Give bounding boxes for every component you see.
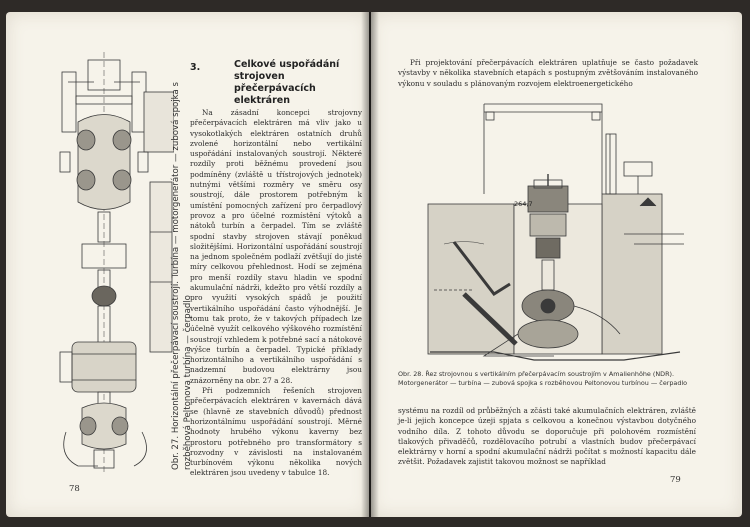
figure-27-drawing — [59, 52, 174, 472]
figure-28-caption: Obr. 28. Řez strojovnou s vertikálním př… — [398, 370, 688, 387]
left-paragraph-1: Na zásadní koncepci strojovny přečerpáva… — [190, 108, 362, 385]
page-number-right: 79 — [670, 475, 681, 485]
book-gutter — [361, 12, 379, 517]
right-body: systému na rozdíl od průběžných a zčásti… — [398, 406, 696, 468]
right-intro-paragraph: Při projektování přečerpávacích elektrár… — [398, 58, 698, 89]
page-number-left: 78 — [69, 484, 80, 494]
right-body-paragraph: systému na rozdíl od průběžných a zčásti… — [398, 406, 696, 467]
right-intro-text: Při projektování přečerpávacích elektrár… — [398, 58, 698, 88]
left-page-body: Na zásadní koncepci strojovny přečerpáva… — [190, 108, 362, 479]
figure-28-drawing: 264,7 — [427, 103, 684, 361]
left-paragraph-2: Při podzemních řešeních strojoven přečer… — [190, 386, 362, 478]
section-title: Celkové uspořádání strojoven přečerpávac… — [234, 59, 340, 106]
figure-28-dimension-label: 264,7 — [514, 200, 533, 208]
section-number: 3. — [190, 62, 201, 73]
left-page — [6, 12, 369, 517]
